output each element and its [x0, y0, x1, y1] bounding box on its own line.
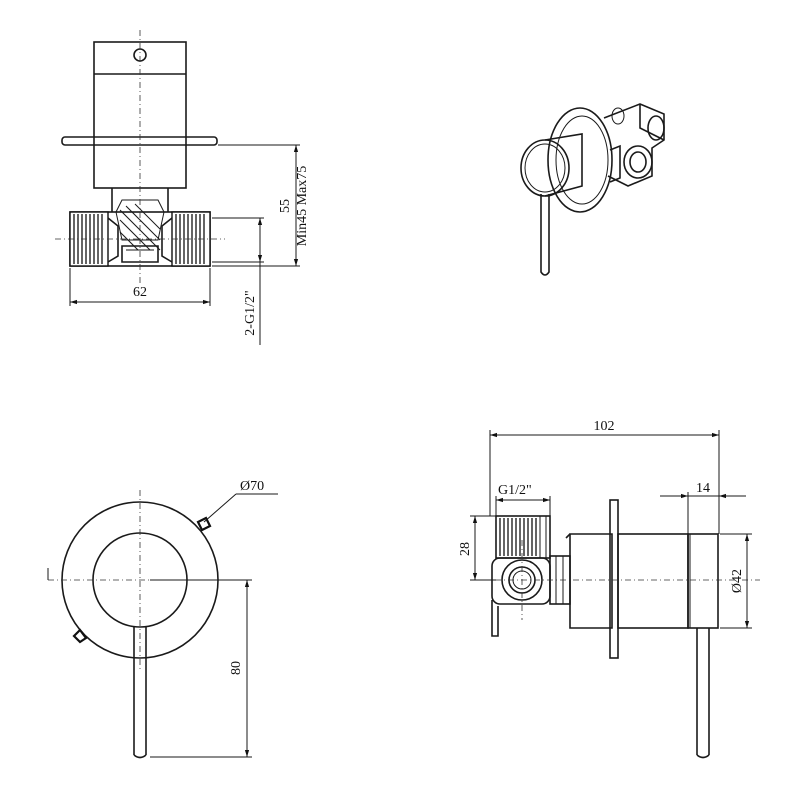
isometric-view	[520, 103, 665, 276]
dim-body-height: 28	[458, 542, 473, 556]
iso-wall-plate-inner	[555, 115, 609, 205]
side-cartridge-chamfer	[565, 533, 571, 539]
front-face-view: Ø70 80	[47, 479, 278, 759]
wall-plate	[61, 136, 218, 146]
front-section-view: 62 55 Min45 Max75 2-G1/2"	[55, 30, 310, 345]
side-handle-cap	[687, 533, 719, 629]
dim-inlet-thread: G1/2"	[498, 483, 532, 498]
dim-lever-length: 80	[229, 661, 244, 675]
left-thread-hatch	[69, 211, 109, 267]
dim-overall-length: 102	[594, 419, 615, 434]
dim-height-55: 55	[278, 199, 293, 213]
side-handle	[617, 533, 689, 629]
handle-cylinder	[93, 41, 187, 189]
dim-handle-diameter: Ø42	[730, 569, 745, 593]
side-valve-body	[491, 515, 571, 637]
dim-width-62: 62	[133, 285, 147, 300]
side-view: 102 G1/2" 14 28 Ø42	[458, 419, 760, 759]
iso-wall-plate	[547, 107, 613, 213]
dim-thread: 2-G1/2"	[243, 290, 258, 335]
cartridge-section	[107, 199, 173, 263]
dim-depth-range: Min45 Max75	[295, 166, 310, 247]
side-lever-tip	[696, 754, 710, 759]
dia70-leader	[203, 493, 237, 523]
screw-top-right	[196, 516, 212, 532]
dim-handle-width: 14	[696, 481, 710, 496]
screw-bottom-left	[72, 628, 88, 644]
dim-plate-diameter: Ø70	[240, 479, 264, 494]
face-lever-tip	[133, 754, 147, 759]
side-cartridge	[569, 533, 613, 629]
iso-handle	[520, 133, 583, 197]
iso-lever	[540, 194, 550, 276]
iso-valve-body	[603, 103, 665, 187]
